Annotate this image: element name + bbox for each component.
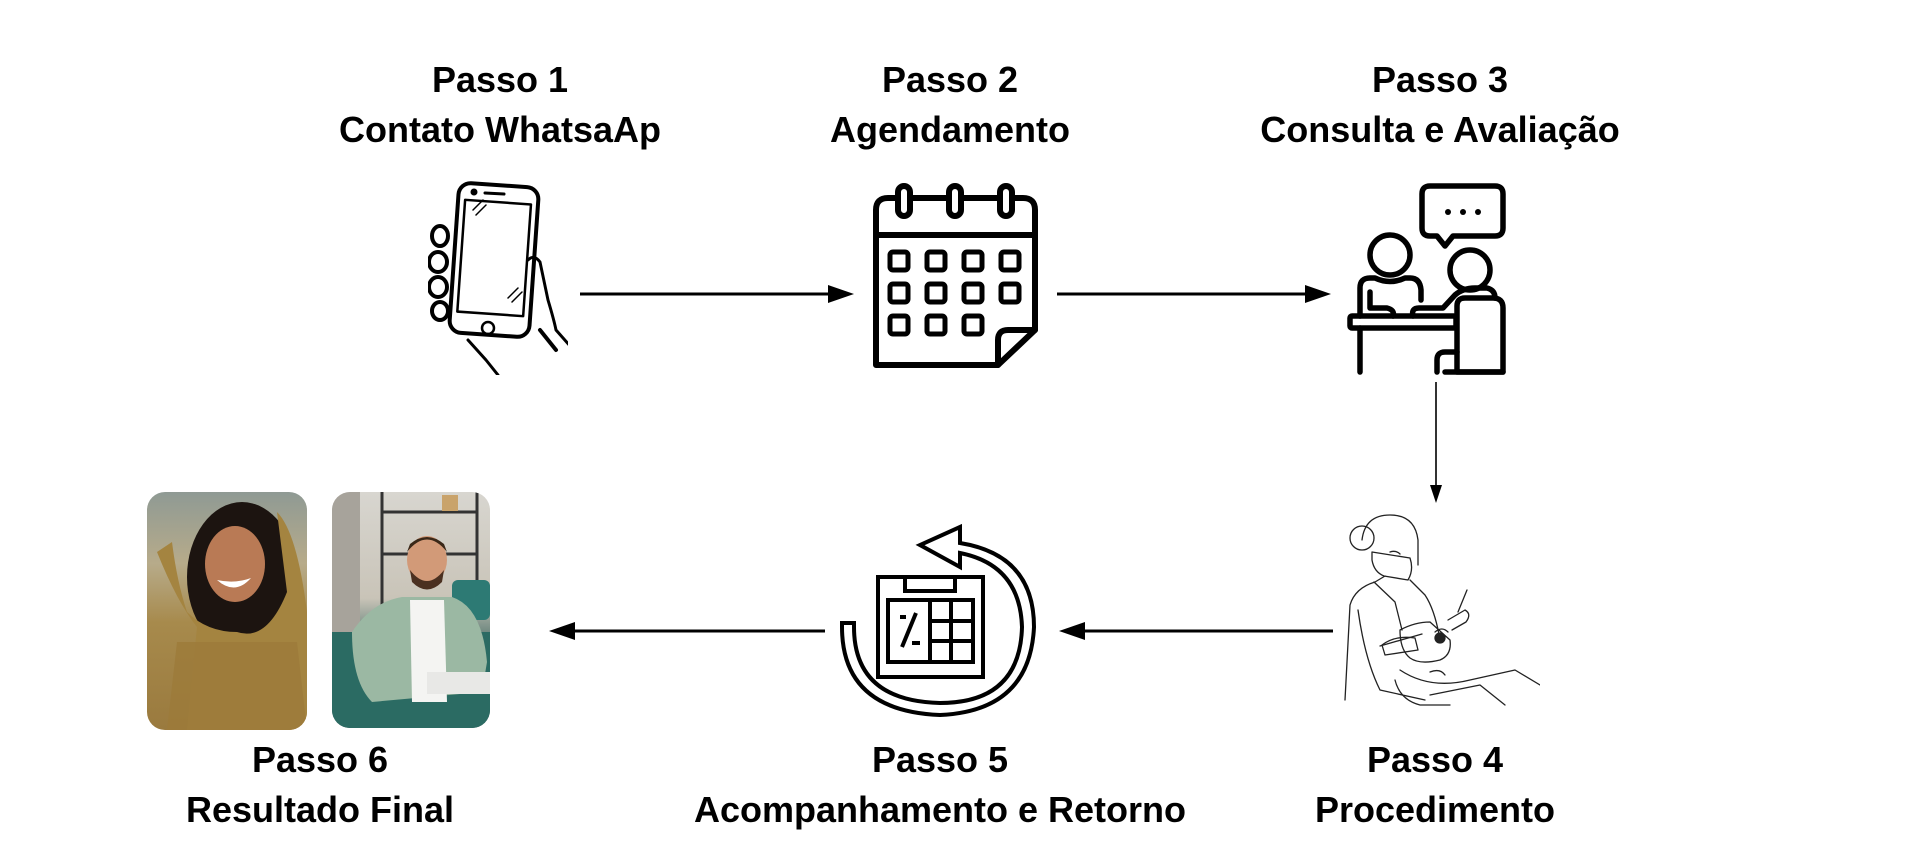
step-4-title: Procedimento [1314, 789, 1556, 830]
step-1-label: Passo 1 Contato WhatsaAp [330, 55, 670, 155]
step-2-number: Passo 2 [881, 59, 1019, 100]
step-1-title: Contato WhatsaAp [339, 109, 661, 150]
step-6-label: Passo 6 Resultado Final [160, 735, 480, 835]
arrow-step1-to-step2 [580, 285, 854, 303]
step-3-label: Passo 3 Consulta e Avaliação [1230, 55, 1650, 155]
man-illustration [332, 492, 490, 728]
calendar-day-grid [887, 249, 1022, 337]
hand-holding-phone-icon [428, 181, 568, 375]
step-2-title: Agendamento [829, 109, 1070, 150]
step-4-label: Passo 4 Procedimento [1280, 735, 1590, 835]
consultation-meeting-icon [1347, 183, 1506, 375]
step-1-number: Passo 1 [431, 59, 569, 100]
step-2-label: Passo 2 Agendamento [790, 55, 1110, 155]
step-5-title: Acompanhamento e Retorno [693, 789, 1187, 830]
step-3-title: Consulta e Avaliação [1260, 109, 1620, 150]
calendar-icon [873, 183, 1038, 368]
arrow-step4-to-step5 [1059, 622, 1333, 640]
step-6-number: Passo 6 [251, 739, 389, 780]
step-6-title: Resultado Final [185, 789, 455, 830]
step-5-label: Passo 5 Acompanhamento e Retorno [680, 735, 1200, 835]
arrow-step5-to-step6 [549, 622, 825, 640]
step-5-number: Passo 5 [871, 739, 1009, 780]
patient-photo-woman [147, 492, 307, 730]
dentist-procedure-icon [1344, 514, 1540, 706]
woman-illustration [157, 502, 307, 730]
arrow-step3-to-step4 [1430, 382, 1442, 503]
recurring-calendar-icon [840, 523, 1037, 718]
arrow-step2-to-step3 [1057, 285, 1331, 303]
step-4-number: Passo 4 [1366, 739, 1504, 780]
step-3-number: Passo 3 [1371, 59, 1509, 100]
patient-photo-man [332, 492, 490, 728]
